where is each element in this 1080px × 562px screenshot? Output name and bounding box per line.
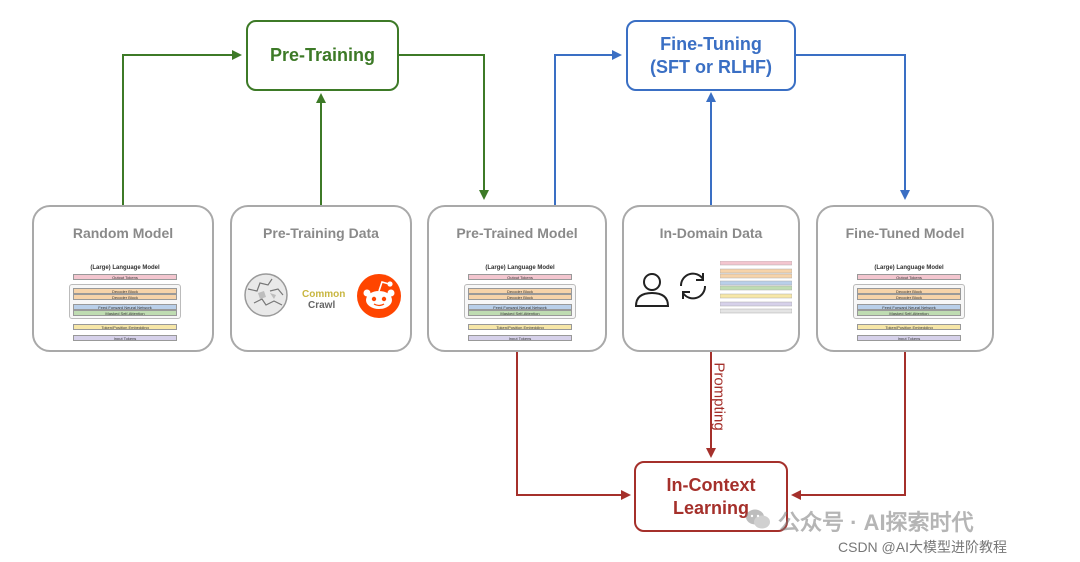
pretrained-model-box: Pre-Trained Model (Large) Language Model… [427,205,607,352]
embedding-bar: Token/Position Embedding [468,324,572,330]
llm-architecture-figure: (Large) Language Model Output Tokens Dec… [68,265,182,347]
indomain-data-title: In-Domain Data [659,225,763,241]
attention-bar: Masked Self-Attention [73,310,177,316]
finetuned-model-title: Fine-Tuned Model [845,225,965,241]
pretraining-data-title: Pre-Training Data [263,225,379,241]
wikipedia-globe-icon [244,273,288,317]
channel-watermark: 公众号 · AI探索时代 [778,510,974,535]
finetuning-label: Fine-Tuning [660,33,762,54]
embedding-bar: Token/Position Embedding [73,324,177,330]
llm-figure-title: (Large) Language Model [485,265,555,271]
output-tokens-bar: Output Tokens [468,274,572,280]
finetuning-stage-box: Fine-Tuning (SFT or RLHF) [626,20,796,91]
input-tokens-bar: Input Tokens [468,335,572,341]
llm-architecture-figure: (Large) Language Model Output Tokens Dec… [852,265,966,347]
indomain-data-box: In-Domain Data [622,205,800,352]
random-model-title: Random Model [72,225,174,241]
decoder-block-bar: Decoder Block [857,294,961,300]
person-icon [634,273,670,307]
output-tokens-bar: Output Tokens [857,274,961,280]
pretraining-stage-box: Pre-Training [246,20,399,91]
refresh-cycle-icon [679,272,707,300]
finetuned-model-box: Fine-Tuned Model (Large) Language Model … [816,205,994,352]
arrow-finetuning-to-finetuned [796,54,910,200]
arrow-pretrained-to-incontext [516,352,631,500]
attention-bar: Masked Self-Attention [468,310,572,316]
decoder-block-bar: Decoder Block [73,294,177,300]
llm-figure-title: (Large) Language Model [874,265,944,271]
finetuning-sublabel: (SFT or RLHF) [650,56,772,77]
dataset-table-icon [720,261,792,314]
arrow-finetuned-to-incontext [791,352,906,500]
arrow-random-to-pretraining [122,50,242,205]
input-tokens-bar: Input Tokens [73,335,177,341]
decoder-block-bar: Decoder Block [468,294,572,300]
prompting-label-text: Prompting [710,362,728,431]
incontext-label: In-Context [666,474,756,495]
output-tokens-bar: Output Tokens [73,274,177,280]
pretraining-label: Pre-Training [269,45,376,65]
ffn-bar: Feed Forward Neural Network [73,304,177,310]
decoder-block-bar: Decoder Block [468,288,572,294]
common-crawl-logo-word: Crawl [308,300,336,311]
reddit-icon [357,274,401,318]
ffn-bar: Feed Forward Neural Network [857,304,961,310]
random-model-box: Random Model (Large) Language Model Outp… [32,205,214,352]
arrow-pretraining-to-pretrained [398,54,489,200]
common-crawl-logo-word: Common [302,289,346,300]
ffn-bar: Feed Forward Neural Network [468,304,572,310]
llm-architecture-figure: (Large) Language Model Output Tokens Dec… [463,265,577,347]
embedding-bar: Token/Position Embedding [857,324,961,330]
input-tokens-bar: Input Tokens [857,335,961,341]
csdn-watermark: CSDN @AI大模型进阶教程 [838,539,1007,555]
incontext-sublabel: Learning [672,497,749,518]
wechat-icon [746,509,770,529]
arrow-pretrained-to-finetuning [554,50,622,205]
attention-bar: Masked Self-Attention [857,310,961,316]
decoder-block-bar: Decoder Block [857,288,961,294]
decoder-block-bar: Decoder Block [73,288,177,294]
pretrained-model-title: Pre-Trained Model [456,225,578,241]
common-crawl-logo: Common Crawl [302,289,345,311]
llm-figure-title: (Large) Language Model [90,265,160,271]
pretraining-data-box: Pre-Training Data Common Crawl [230,205,412,352]
